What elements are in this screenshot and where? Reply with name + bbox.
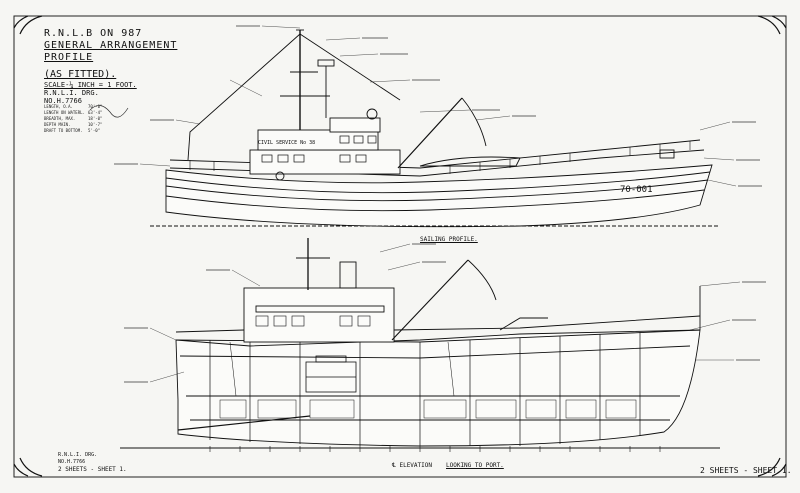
- drawing-ref: R.N.L.I. DRG.: [44, 89, 99, 97]
- particular-label: BREADTH, MAX.: [44, 116, 76, 121]
- looking-to-port-label: LOOKING TO PORT.: [446, 462, 504, 469]
- elevation-section: [120, 238, 720, 452]
- wheelhouse-name-plate: CIVIL SERVICE No 38: [258, 140, 316, 146]
- particular-label: LENGTH, O.A.: [44, 104, 73, 109]
- particular-label: DEPTH MAIN.: [44, 122, 71, 127]
- title-line-3: PROFILE: [44, 52, 94, 63]
- title-line-1: R.N.L.B ON 987: [44, 28, 143, 39]
- particular-value: 5'-0": [88, 128, 101, 133]
- bottom-drawing-ref: R.N.L.I. DRG.: [58, 452, 98, 458]
- drawing-number: NO.H.7766: [44, 97, 82, 105]
- callout-text-marks: [114, 25, 766, 383]
- particular-value: 63'-4": [88, 110, 103, 115]
- particular-value: 70'-0": [88, 104, 103, 109]
- bottom-sheet-label: 2 SHEETS - SHEET 1.: [58, 466, 127, 473]
- sailing-profile-title: SAILING PROFILE.: [420, 236, 478, 243]
- particular-label: LENGTH ON WATERL.: [44, 110, 85, 115]
- bottom-drawing-number: NO.H.7766: [58, 459, 86, 465]
- corner-ornaments: [13, 15, 787, 477]
- particular-value: 10'-7": [88, 122, 103, 127]
- particular-row: LENGTH, O.A. 70'-0": [44, 104, 102, 109]
- hull-number: 70-001: [620, 185, 653, 195]
- sailing-profile: [150, 29, 720, 228]
- fitted-label: (AS FITTED).: [44, 69, 117, 80]
- sheet-number-label: 2 SHEETS - SHEET 1.: [700, 466, 792, 475]
- particular-value: 18'-0": [88, 116, 103, 121]
- scale-label: SCALE-¼ INCH = 1 FOOT.: [44, 81, 137, 89]
- elevation-title: ℄ ELEVATION: [392, 462, 432, 469]
- sheet-border: [13, 15, 787, 478]
- particular-row: LENGTH ON WATERL.63'-4": [44, 110, 102, 115]
- particular-row: BREADTH, MAX. 18'-0": [44, 116, 102, 121]
- particular-row: DRAFT TO BOTTOM. 5'-0": [44, 128, 100, 133]
- callout-leaders: [139, 25, 741, 383]
- particular-row: DEPTH MAIN. 10'-7": [44, 122, 102, 127]
- title-line-2: GENERAL ARRANGEMENT: [44, 40, 178, 51]
- particular-label: DRAFT TO BOTTOM.: [44, 128, 83, 133]
